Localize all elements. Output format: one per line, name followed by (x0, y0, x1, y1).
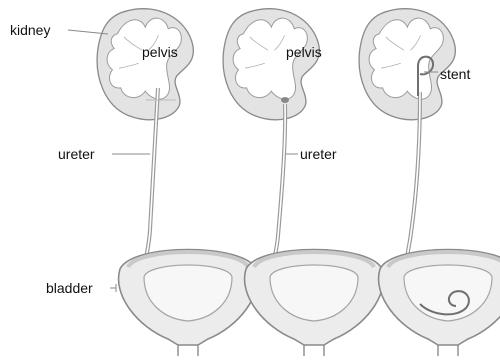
label-ureter-middle: ureter (300, 146, 337, 162)
ureter-middle-blockage (281, 97, 289, 103)
label-ureter-left: ureter (58, 146, 95, 162)
label-stent: stent (440, 66, 470, 82)
label-pelvis-middle: pelvis (286, 44, 322, 60)
label-pelvis-left: pelvis (142, 44, 178, 60)
kidney-right (359, 9, 455, 120)
bladder-middle (245, 250, 384, 357)
bladder-left (119, 250, 258, 357)
kidney-middle (223, 9, 319, 120)
label-kidney: kidney (10, 22, 50, 38)
bladder-right (379, 250, 500, 357)
kidney-left (97, 9, 193, 120)
label-bladder: bladder (46, 280, 93, 296)
